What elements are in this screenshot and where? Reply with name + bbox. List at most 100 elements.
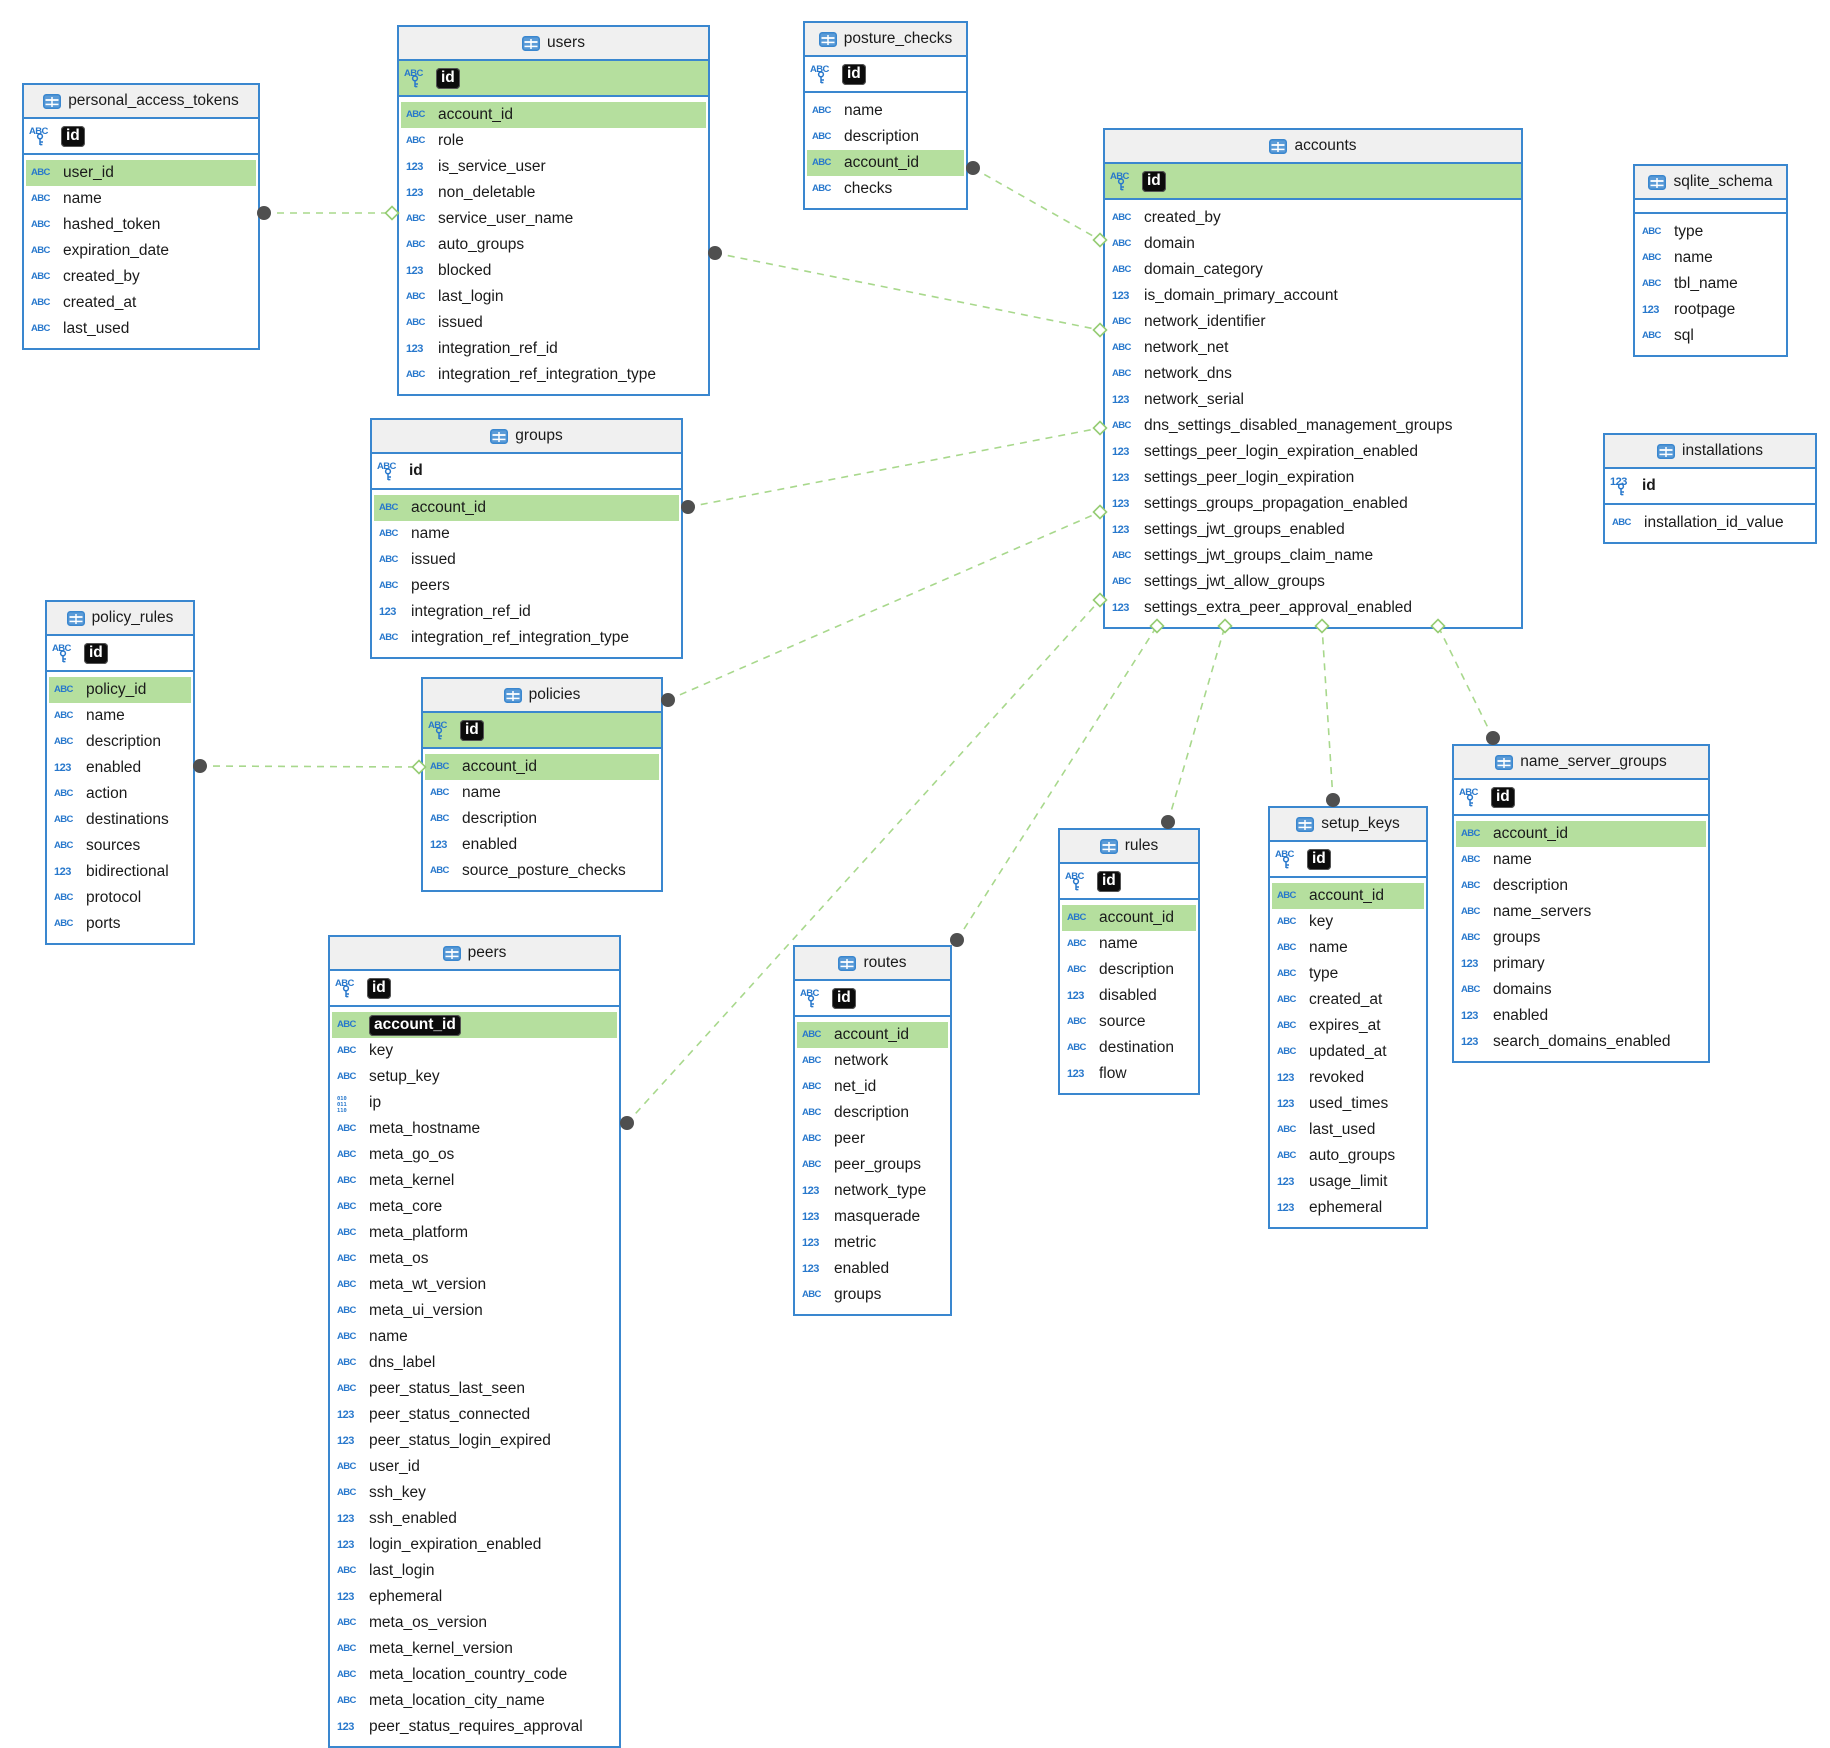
primary-key-row[interactable]: ABC id (1105, 164, 1521, 200)
table-header[interactable]: installations (1605, 435, 1815, 469)
primary-key-row[interactable]: ABC id (24, 119, 258, 155)
primary-key-row[interactable]: ABC id (1270, 842, 1426, 878)
primary-key-row[interactable]: ABC id (795, 981, 950, 1017)
table-header[interactable]: policy_rules (47, 602, 193, 636)
table-header[interactable]: rules (1060, 830, 1198, 864)
primary-key-row[interactable]: ABC id (1060, 864, 1198, 900)
table-header[interactable]: policies (423, 679, 661, 713)
primary-key-row[interactable]: ABC id (805, 57, 966, 93)
table-header[interactable]: personal_access_tokens (24, 85, 258, 119)
table-header[interactable]: name_server_groups (1454, 746, 1708, 780)
primary-key-row[interactable]: ABC id (423, 713, 661, 749)
primary-key-row[interactable]: ABC id (47, 636, 193, 672)
primary-key-row[interactable]: ABC id (1454, 780, 1708, 816)
primary-key-row[interactable]: ABC id (399, 61, 708, 97)
table-header[interactable]: groups (372, 420, 681, 454)
